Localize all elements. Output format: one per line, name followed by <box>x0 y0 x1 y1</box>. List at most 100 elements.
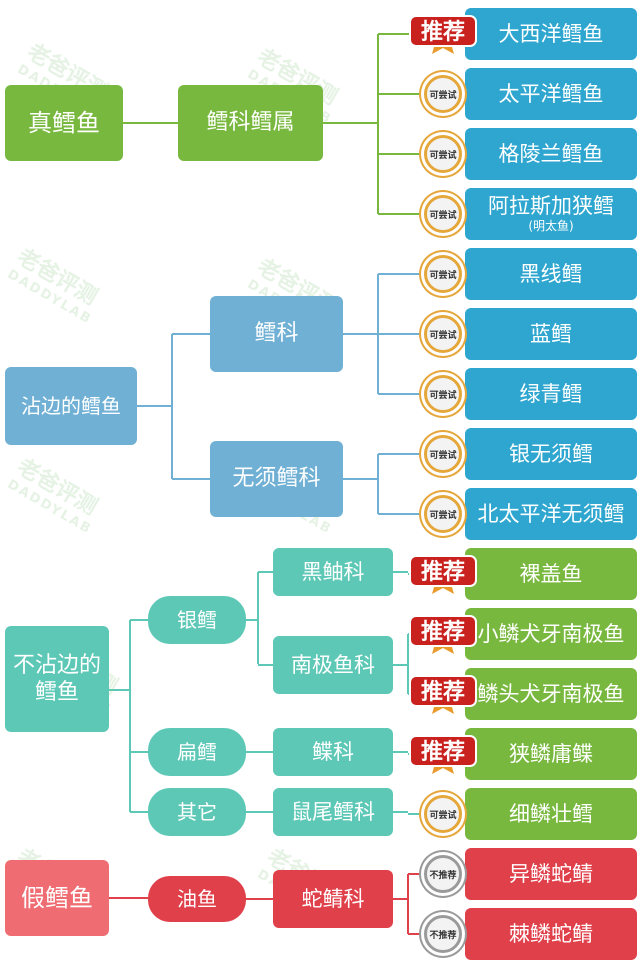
try-badge-icon: 可尝试 <box>424 255 462 293</box>
try-badge-icon: 可尝试 <box>424 495 462 533</box>
leaf-label: 细鳞壮鳕 <box>509 801 593 826</box>
try-badge-icon: 可尝试 <box>424 315 462 353</box>
box-label: 鳕科鳕属 <box>206 110 295 136</box>
box-label: 鲽科 <box>312 739 354 764</box>
box-label: 蛇鲭科 <box>301 886 365 911</box>
box-label: 鼠尾鳕科 <box>291 799 375 824</box>
species-box: 格陵兰鳕鱼 <box>465 128 637 180</box>
badge-label: 可尝试 <box>429 210 457 221</box>
species-box: 裸盖鱼 <box>465 548 637 600</box>
box-label: 其它 <box>177 799 217 824</box>
recommend-badge-label: 推荐 <box>420 19 465 45</box>
box-label: 无须鳕科 <box>232 466 321 492</box>
try-badge-icon: 可尝试 <box>424 135 462 173</box>
species-box: 大西洋鳕鱼 <box>465 8 637 60</box>
leaf-label: 鳞头犬牙南极鱼 <box>477 681 625 706</box>
family-box: 南极鱼科 <box>273 636 393 694</box>
leaf-label: 阿拉斯加狭鳕 <box>488 194 614 219</box>
box-label: 不沾边的鳕鱼 <box>12 652 101 706</box>
species-box: 太平洋鳕鱼 <box>465 68 637 120</box>
not-recommend-badge-icon: 不推荐 <box>424 855 462 893</box>
leaf-label: 狭鳞庸鲽 <box>509 741 593 766</box>
leaf-label: 银无须鳕 <box>509 441 593 466</box>
root-box: 不沾边的鳕鱼 <box>5 626 109 732</box>
try-badge-icon: 可尝试 <box>424 375 462 413</box>
watermark-cn: 老爸评测 <box>12 244 102 311</box>
species-box: 北太平洋无须鳕 <box>465 488 637 540</box>
recommend-badge-icon <box>409 735 477 774</box>
species-box: 银无须鳕 <box>465 428 637 480</box>
recommend-badge-label: 推荐 <box>420 739 465 765</box>
badge-label: 可尝试 <box>429 510 457 521</box>
recommend-badge-label: 推荐 <box>420 619 465 645</box>
family-box: 黑鲉科 <box>273 548 393 596</box>
try-badge-icon: 可尝试 <box>424 795 462 833</box>
root-box: 假鳕鱼 <box>5 860 109 936</box>
box-label: 真鳕鱼 <box>28 109 100 137</box>
box-label: 扁鳕 <box>177 739 217 764</box>
recommend-badge-icon <box>409 555 477 594</box>
species-box: 蓝鳕 <box>465 308 637 360</box>
leaf-label: 格陵兰鳕鱼 <box>498 141 604 166</box>
badge-label: 不推荐 <box>429 870 457 881</box>
recommend-badge-icon <box>409 675 477 714</box>
species-box: 狭鳞庸鲽 <box>465 728 637 780</box>
species-box: 鳞头犬牙南极鱼 <box>465 668 637 720</box>
badge-label: 可尝试 <box>429 450 457 461</box>
box-label: 沾边的鳕鱼 <box>21 393 121 418</box>
species-box: 绿青鳕 <box>465 368 637 420</box>
watermark-cn: 老爸评测 <box>12 454 102 521</box>
leaf-label: 黑线鳕 <box>519 261 583 286</box>
root-box: 真鳕鱼 <box>5 85 123 161</box>
try-badge-icon: 可尝试 <box>424 195 462 233</box>
family-box: 鲽科 <box>273 728 393 776</box>
leaf-label: 太平洋鳕鱼 <box>498 81 604 106</box>
group-pill: 其它 <box>148 788 246 836</box>
species-box: 阿拉斯加狭鳕(明太鱼) <box>465 188 637 240</box>
leaf-label: 北太平洋无须鳕 <box>477 501 625 526</box>
try-badge-icon: 可尝试 <box>424 75 462 113</box>
badge-label: 可尝试 <box>429 150 457 161</box>
not-recommend-badge-icon: 不推荐 <box>424 915 462 953</box>
species-box: 异鳞蛇鲭 <box>465 848 637 900</box>
species-box: 细鳞壮鳕 <box>465 788 637 840</box>
recommend-badge-icon <box>409 15 477 54</box>
box-label: 鳕科 <box>254 321 299 347</box>
leaf-label: 小鳞犬牙南极鱼 <box>477 621 625 646</box>
family-box: 鼠尾鳕科 <box>273 788 393 836</box>
badge-label: 可尝试 <box>429 270 457 281</box>
recommend-badge-label: 推荐 <box>420 559 465 585</box>
box-label: 假鳕鱼 <box>21 884 93 912</box>
leaf-label: 裸盖鱼 <box>519 561 583 586</box>
try-badge-icon: 可尝试 <box>424 435 462 473</box>
family-box: 蛇鲭科 <box>273 870 393 928</box>
leaf-label: 绿青鳕 <box>519 381 583 406</box>
species-box: 棘鳞蛇鲭 <box>465 908 637 960</box>
group-pill: 油鱼 <box>148 876 246 922</box>
group-pill: 扁鳕 <box>148 728 246 776</box>
recommend-badge-icon <box>409 615 477 654</box>
leaf-label: 大西洋鳕鱼 <box>498 21 604 46</box>
box-label: 油鱼 <box>177 886 217 911</box>
box-label: 黑鲉科 <box>301 559 365 584</box>
leaf-label: 蓝鳕 <box>530 321 572 346</box>
recommend-badge-label: 推荐 <box>420 679 465 705</box>
badge-label: 可尝试 <box>429 330 457 341</box>
family-box: 鳕科 <box>210 296 343 372</box>
watermark-en: DADDYLAB <box>4 477 95 538</box>
badge-label: 可尝试 <box>429 390 457 401</box>
species-box: 黑线鳕 <box>465 248 637 300</box>
badge-label: 不推荐 <box>429 930 457 941</box>
leaf-label: 棘鳞蛇鲭 <box>509 921 593 946</box>
root-box: 沾边的鳕鱼 <box>5 367 137 445</box>
family-box: 无须鳕科 <box>210 441 343 517</box>
group-pill: 银鳕 <box>148 596 246 644</box>
family-box: 鳕科鳕属 <box>178 85 323 161</box>
box-label: 南极鱼科 <box>291 652 375 677</box>
leaf-label: 异鳞蛇鲭 <box>509 861 593 886</box>
watermark-en: DADDYLAB <box>4 267 95 328</box>
badge-label: 可尝试 <box>429 90 457 101</box>
